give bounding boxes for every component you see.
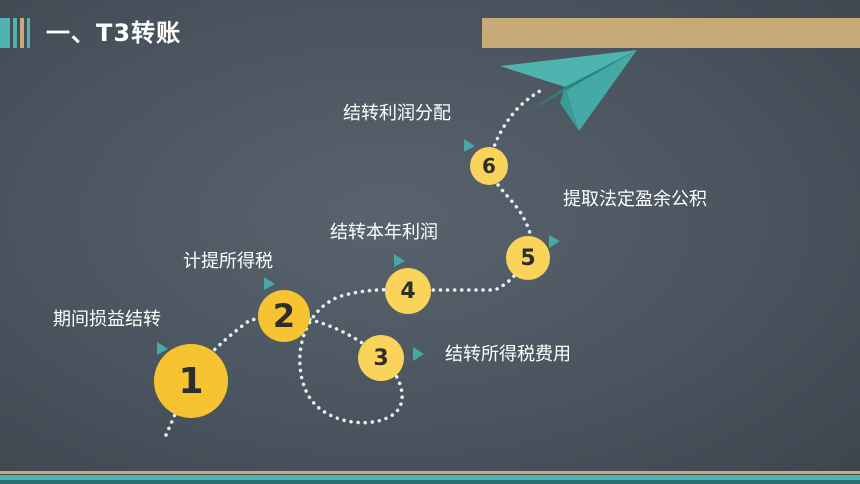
header-accent-bar (482, 18, 860, 48)
step-5-label: 提取法定盈余公积 (563, 189, 707, 210)
bottom-band-dark (0, 480, 860, 484)
step-2-marker (264, 277, 275, 290)
step-6-badge: 6 (470, 147, 508, 185)
step-5-marker (549, 235, 560, 248)
paper-plane-icon (500, 50, 637, 131)
step-1-label: 期间损益结转 (53, 309, 161, 330)
step-6-marker (464, 139, 475, 152)
bottom-band-tan (0, 471, 860, 474)
step-4-marker (394, 254, 405, 267)
bottom-band-teal (0, 475, 860, 480)
step-1-badge: 1 (154, 344, 228, 418)
step-1-marker (157, 342, 168, 355)
step-3-marker (413, 347, 424, 361)
step-5-badge: 5 (506, 236, 550, 280)
step-2-label: 计提所得税 (183, 251, 273, 272)
step-4-badge: 4 (385, 268, 431, 314)
step-2-badge: 2 (258, 290, 310, 342)
slide-title: 一、T3转账 (46, 19, 182, 47)
step-3-label: 结转所得税费用 (445, 344, 571, 365)
step-4-label: 结转本年利润 (330, 222, 438, 243)
step-6-label: 结转利润分配 (343, 103, 451, 124)
step-3-badge: 3 (358, 335, 404, 381)
